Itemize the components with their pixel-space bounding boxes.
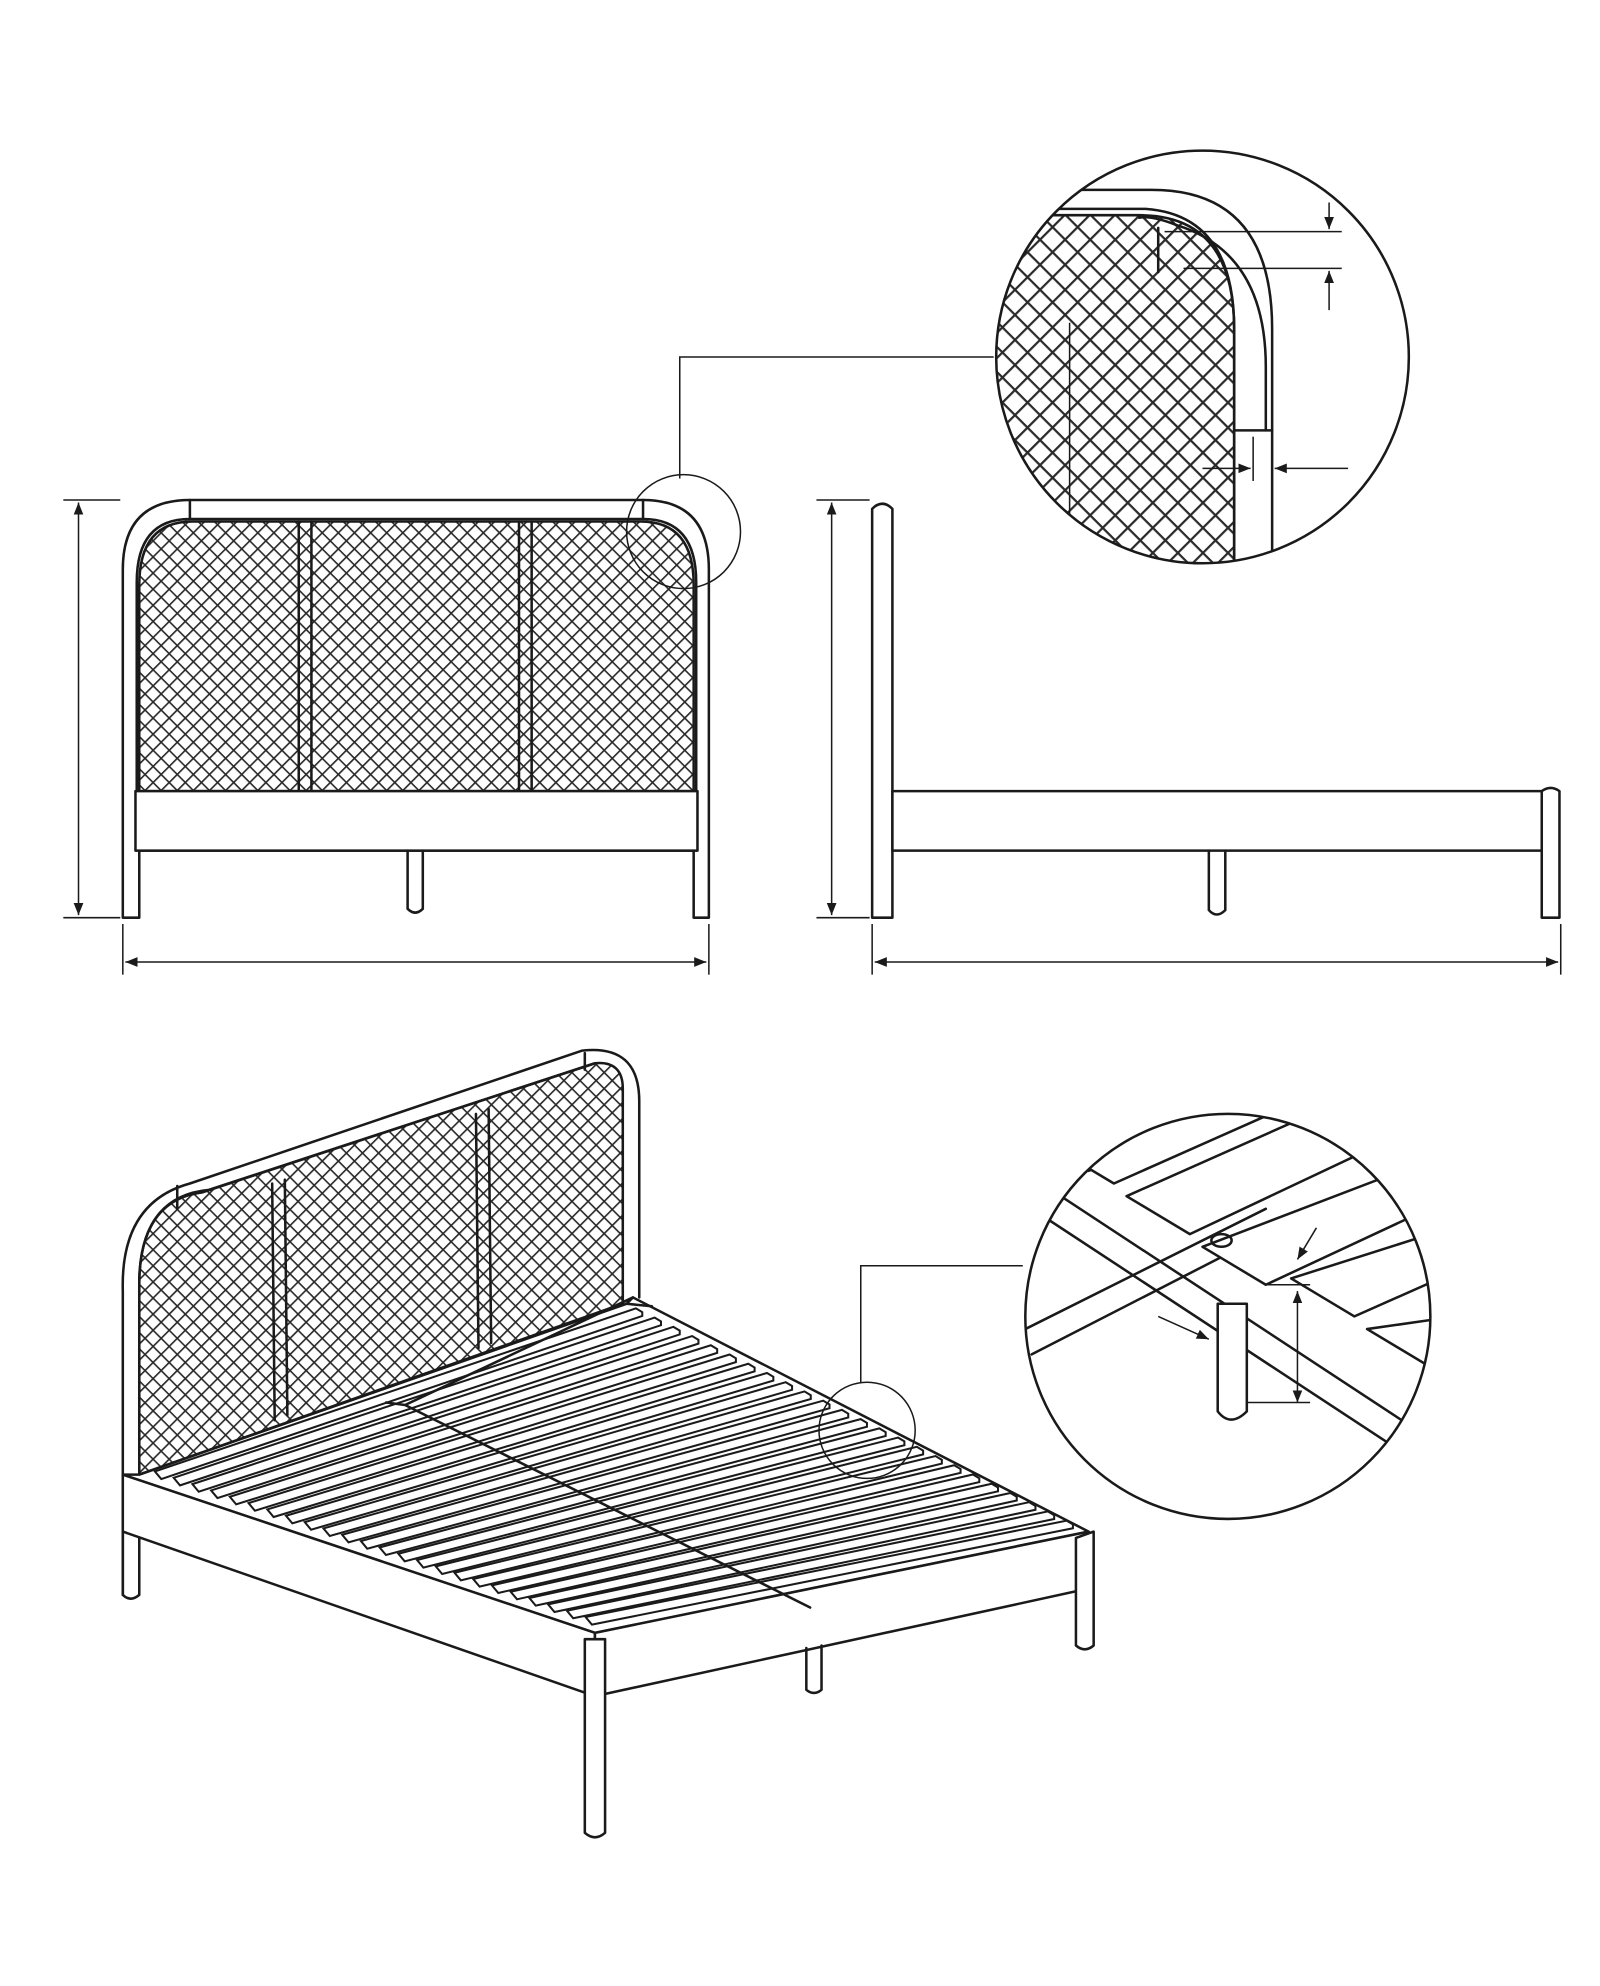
bed-slat: [190, 1325, 681, 1493]
panel-divider: [283, 1178, 289, 1417]
detail-circle: [994, 149, 1411, 565]
bed-slat: [340, 1399, 831, 1544]
side-rail: [891, 789, 1546, 852]
bed-slat: [415, 1436, 906, 1569]
bed-slat: [396, 1427, 887, 1563]
slat-group: [153, 1307, 1074, 1626]
bed-slat: [471, 1464, 962, 1588]
side-elevation: [816, 499, 1562, 975]
support-leg: [1216, 1302, 1249, 1421]
isometric-view: [121, 1048, 1095, 1839]
center-leg: [805, 1644, 823, 1695]
corner-leg: [1074, 1530, 1095, 1651]
headboard-inner-frame: [135, 517, 698, 852]
detail-circle: [1024, 1112, 1432, 1521]
front-leg: [583, 1637, 607, 1839]
panel-divider: [270, 1182, 276, 1422]
center-leg: [1207, 849, 1227, 916]
bed-slat: [508, 1482, 1000, 1601]
bed-slat: [490, 1473, 981, 1595]
headboard-post: [870, 502, 894, 919]
center-beam: [403, 1403, 812, 1609]
bed-slat: [377, 1418, 868, 1557]
detail-leader-line: [859, 1265, 1023, 1383]
bed-slat: [546, 1501, 1037, 1614]
bed-slat: [284, 1371, 775, 1525]
bed-slat: [209, 1334, 700, 1500]
headboard-corner-detail: [994, 149, 1411, 565]
bed-slat: [583, 1519, 1074, 1626]
bed-slat: [171, 1316, 663, 1487]
bed-slat: [565, 1510, 1056, 1620]
front-elevation: [63, 356, 994, 975]
bed-slat: [246, 1353, 737, 1512]
headboard-frame: [121, 498, 711, 919]
bed-slat: [359, 1408, 850, 1550]
detail-leader-line: [678, 356, 994, 479]
bed-slat: [265, 1362, 756, 1519]
cane-panel: [138, 520, 695, 793]
panel-divider: [487, 1107, 493, 1345]
bed-slat: [302, 1381, 794, 1531]
slat-support-detail: [1024, 1112, 1432, 1521]
bed-slat: [527, 1491, 1018, 1607]
foot-post: [1540, 786, 1561, 919]
bed-rail: [134, 789, 699, 852]
center-leg: [406, 849, 425, 914]
headboard-frame: [121, 1048, 641, 1597]
bed-slat: [321, 1390, 812, 1538]
panel-divider: [474, 1112, 480, 1350]
detail-callout-circle: [625, 473, 742, 590]
bed-slat: [228, 1344, 719, 1506]
bed-slat: [452, 1454, 943, 1582]
detail-callout-circle: [818, 1381, 916, 1480]
